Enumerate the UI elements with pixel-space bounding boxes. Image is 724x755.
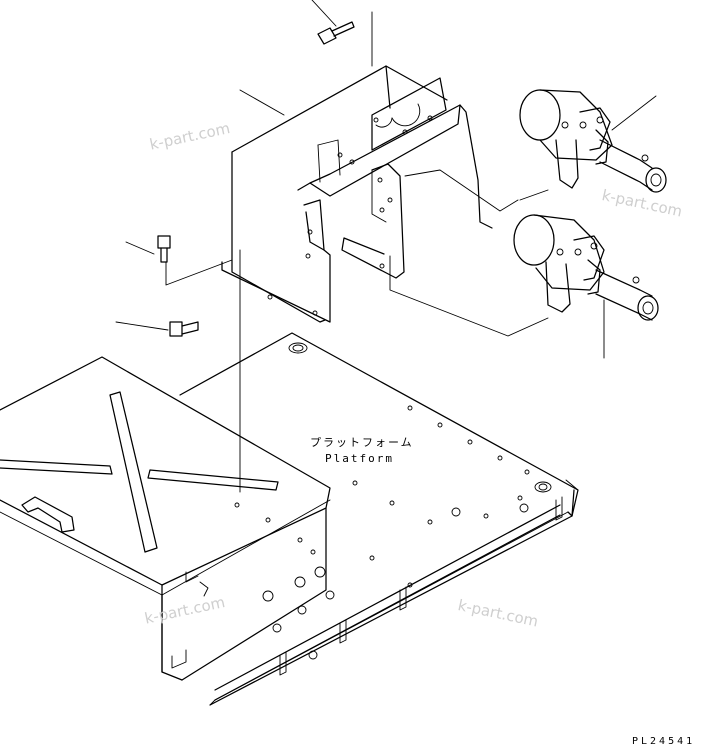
battery-bracket (221, 65, 549, 337)
battery-box (0, 356, 331, 681)
platform-hole (288, 342, 308, 354)
platform-label-en: Platform (325, 452, 394, 465)
part-code: PL24541 (632, 736, 696, 747)
solenoid-upper (519, 89, 667, 201)
platform-label-jp: プラットフォーム (310, 436, 414, 449)
bolt-left-lower (115, 321, 199, 337)
solenoid-lower (513, 214, 659, 359)
bolt-left-upper (125, 235, 233, 286)
platform-plate (179, 332, 579, 706)
bolt-top (311, 0, 373, 67)
